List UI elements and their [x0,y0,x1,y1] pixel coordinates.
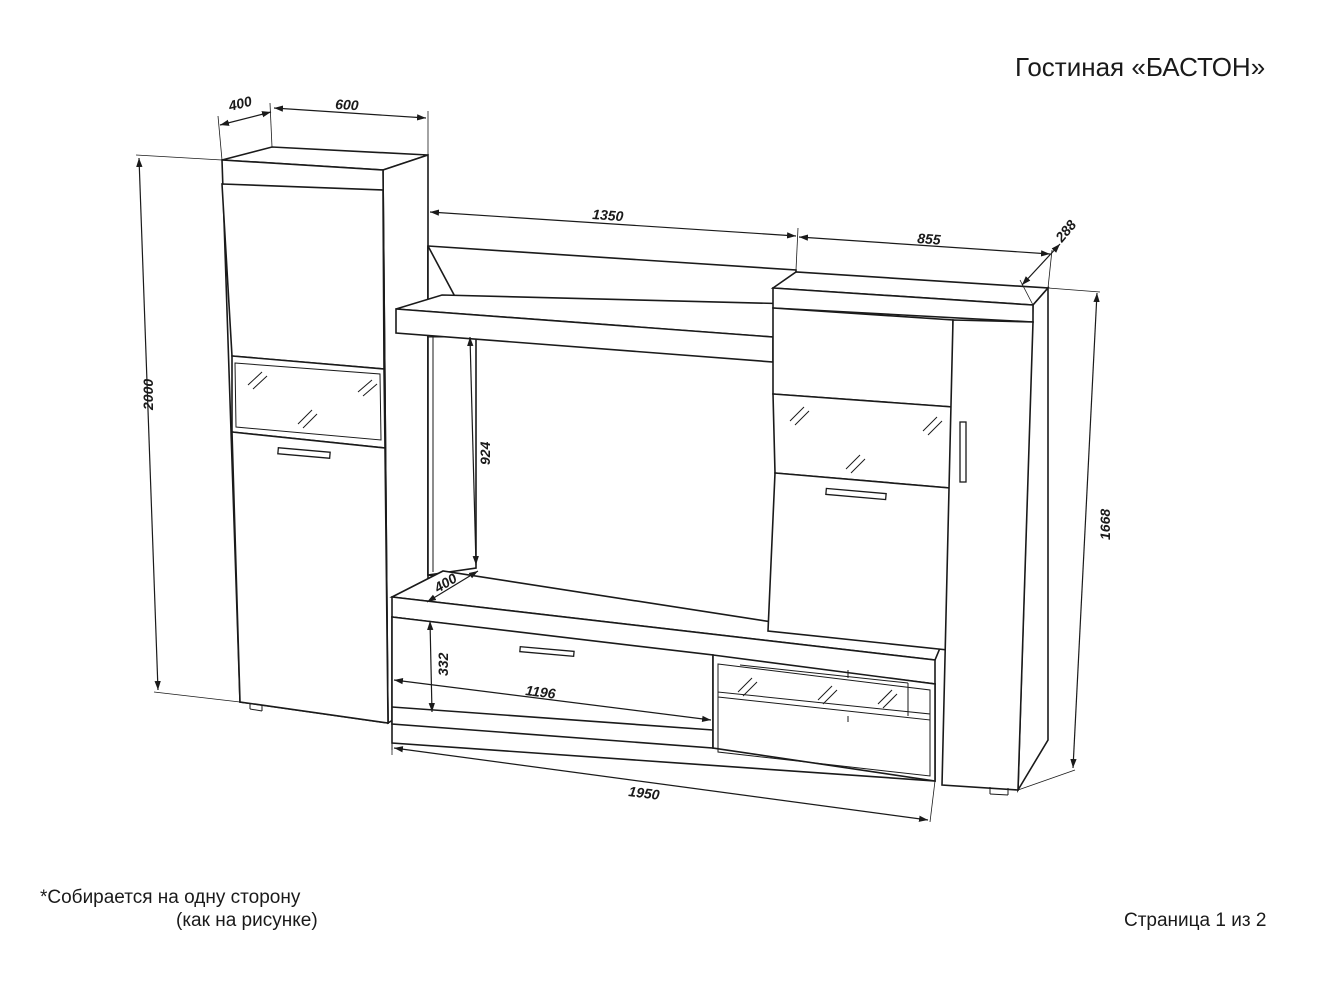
dim-right-depth: 288 [1051,217,1079,246]
dim-tall-height: 2000 [140,379,156,411]
dim-shelf-width: 1350 [592,206,624,224]
dim-tv-total-width: 1950 [628,783,661,803]
tv-stand-glass-marks [737,677,898,709]
left-upper-door [221,183,385,370]
dim-right-height: 1668 [1097,509,1113,540]
dim-niche-height: 924 [477,441,493,465]
right-tall-door-handle [959,421,967,483]
left-glass-marks [247,371,378,429]
right-glass-section [772,393,954,489]
dim-drawer-height: 332 [435,652,451,676]
assembly-note: *Собирается на одну сторону [40,887,301,908]
dim-drawer-width: 1196 [525,682,557,702]
left-door-handle [277,447,331,459]
assembly-note-sub: (как на рисунке) [176,910,318,931]
left-tall-cabinet [221,146,429,725]
dim-tall-depth: 400 [226,93,254,114]
right-lower-door [767,472,951,651]
dim-tall-width: 600 [335,96,359,113]
left-lower-door [231,431,389,724]
right-cabinet [767,271,1050,796]
page-title: Гостиная «БАСТОН» [1015,52,1266,82]
page-indicator: Страница 1 из 2 [1124,910,1267,931]
drawer-handle [519,645,575,658]
right-upper-door [772,307,954,408]
dim-right-width: 855 [917,230,942,248]
right-lower-handle [825,487,887,501]
right-tall-door [941,319,1034,791]
dimension-lines [135,102,1101,823]
right-glass-marks [789,406,943,474]
